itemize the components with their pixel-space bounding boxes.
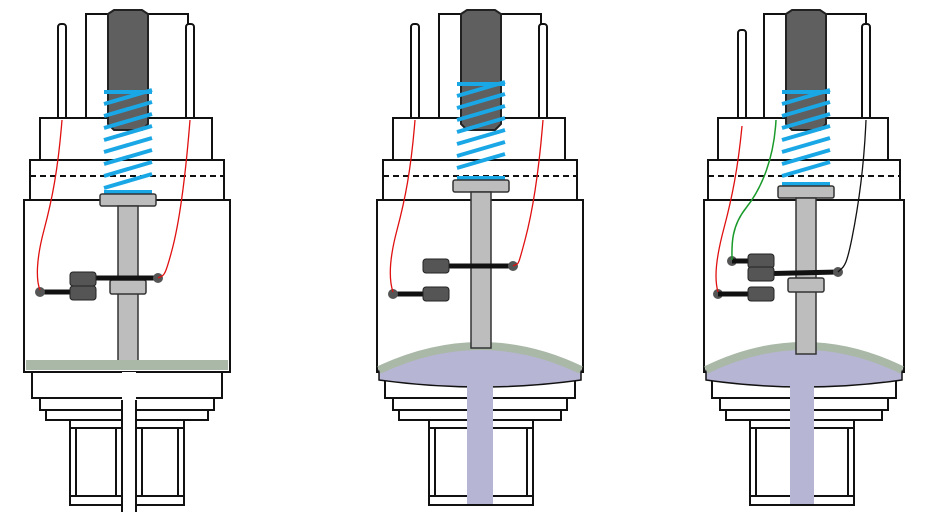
contact-assembly (35, 271, 163, 301)
wire-red-right (512, 119, 544, 267)
contact-assembly (388, 258, 518, 302)
contact-assembly (713, 253, 843, 302)
pressure-port (467, 380, 493, 504)
spring-plate (777, 185, 835, 199)
spring-plate (99, 193, 157, 207)
spring (456, 80, 506, 180)
spring (781, 88, 831, 186)
panel-unpressurized (23, 9, 231, 512)
wire-red (715, 125, 743, 293)
spring-plate (452, 179, 510, 193)
wire-green (731, 119, 777, 261)
open-port (122, 372, 136, 512)
plunger (795, 197, 817, 355)
panel-pressurized (376, 9, 584, 506)
panel-changeover (703, 9, 905, 506)
wire-red-right (157, 119, 191, 279)
wire-black (837, 119, 867, 273)
plunger-collar (109, 279, 147, 295)
membrane (26, 360, 228, 370)
wire-red-left (36, 119, 63, 291)
spring (103, 88, 153, 194)
plunger-collar (787, 277, 825, 293)
plunger (470, 191, 492, 349)
wire-red-left (389, 119, 416, 293)
pressure-port (790, 380, 814, 504)
